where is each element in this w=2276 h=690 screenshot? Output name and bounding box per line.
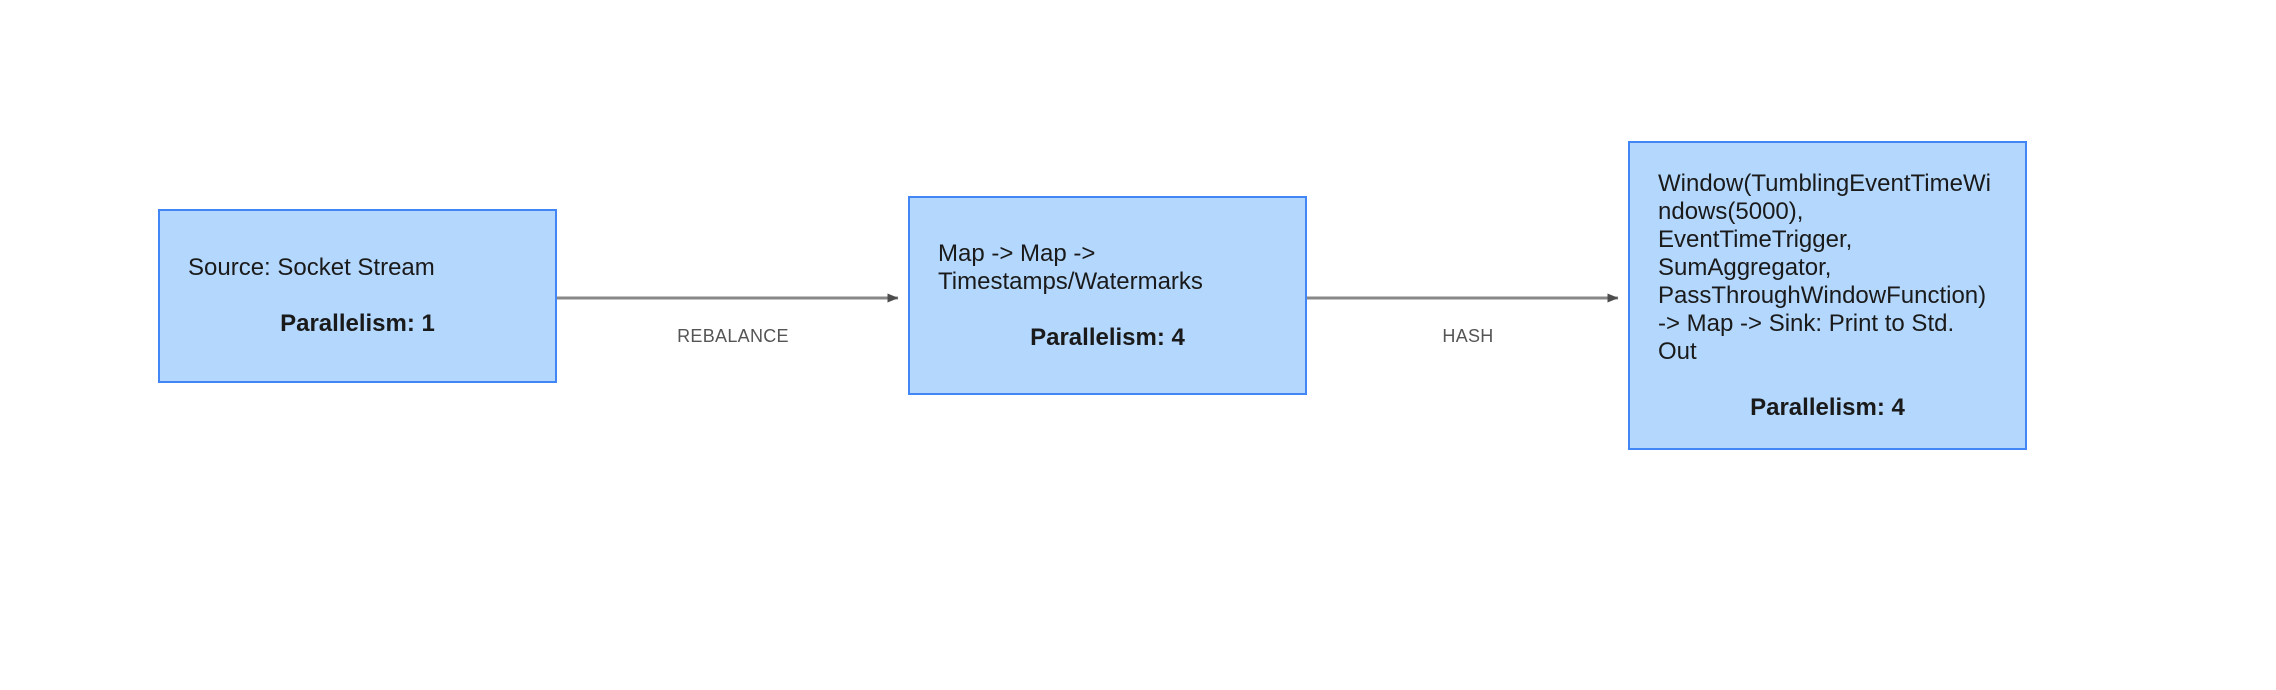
node-source-title: Source: Socket Stream (188, 254, 435, 281)
node-window-parallelism: Parallelism: 4 (1750, 393, 1905, 421)
edge-hash-arrow (1306, 293, 1619, 303)
node-map-spacer (938, 296, 1277, 324)
edge-label-hash: HASH (1442, 326, 1494, 346)
node-window-title: Window(TumblingEventTimeWindows(5000), E… (1658, 169, 1993, 365)
node-map-title: Map -> Map -> Timestamps/Watermarks (938, 239, 1203, 295)
node-window-spacer (1658, 366, 1997, 394)
node-source-parallelism: Parallelism: 1 (280, 310, 435, 337)
edge-label-rebalance: REBALANCE (677, 326, 789, 346)
node-window-sink[interactable]: Window(TumblingEventTimeWindows(5000), E… (1628, 141, 2027, 450)
node-map-parallelism: Parallelism: 4 (1030, 323, 1185, 351)
node-map-timestamps-watermarks[interactable]: Map -> Map -> Timestamps/Watermarks Para… (908, 196, 1307, 395)
node-source-spacer (188, 282, 527, 310)
edge-rebalance-arrow (556, 293, 899, 303)
node-source-socket-stream[interactable]: Source: Socket Stream Parallelism: 1 (158, 209, 557, 383)
